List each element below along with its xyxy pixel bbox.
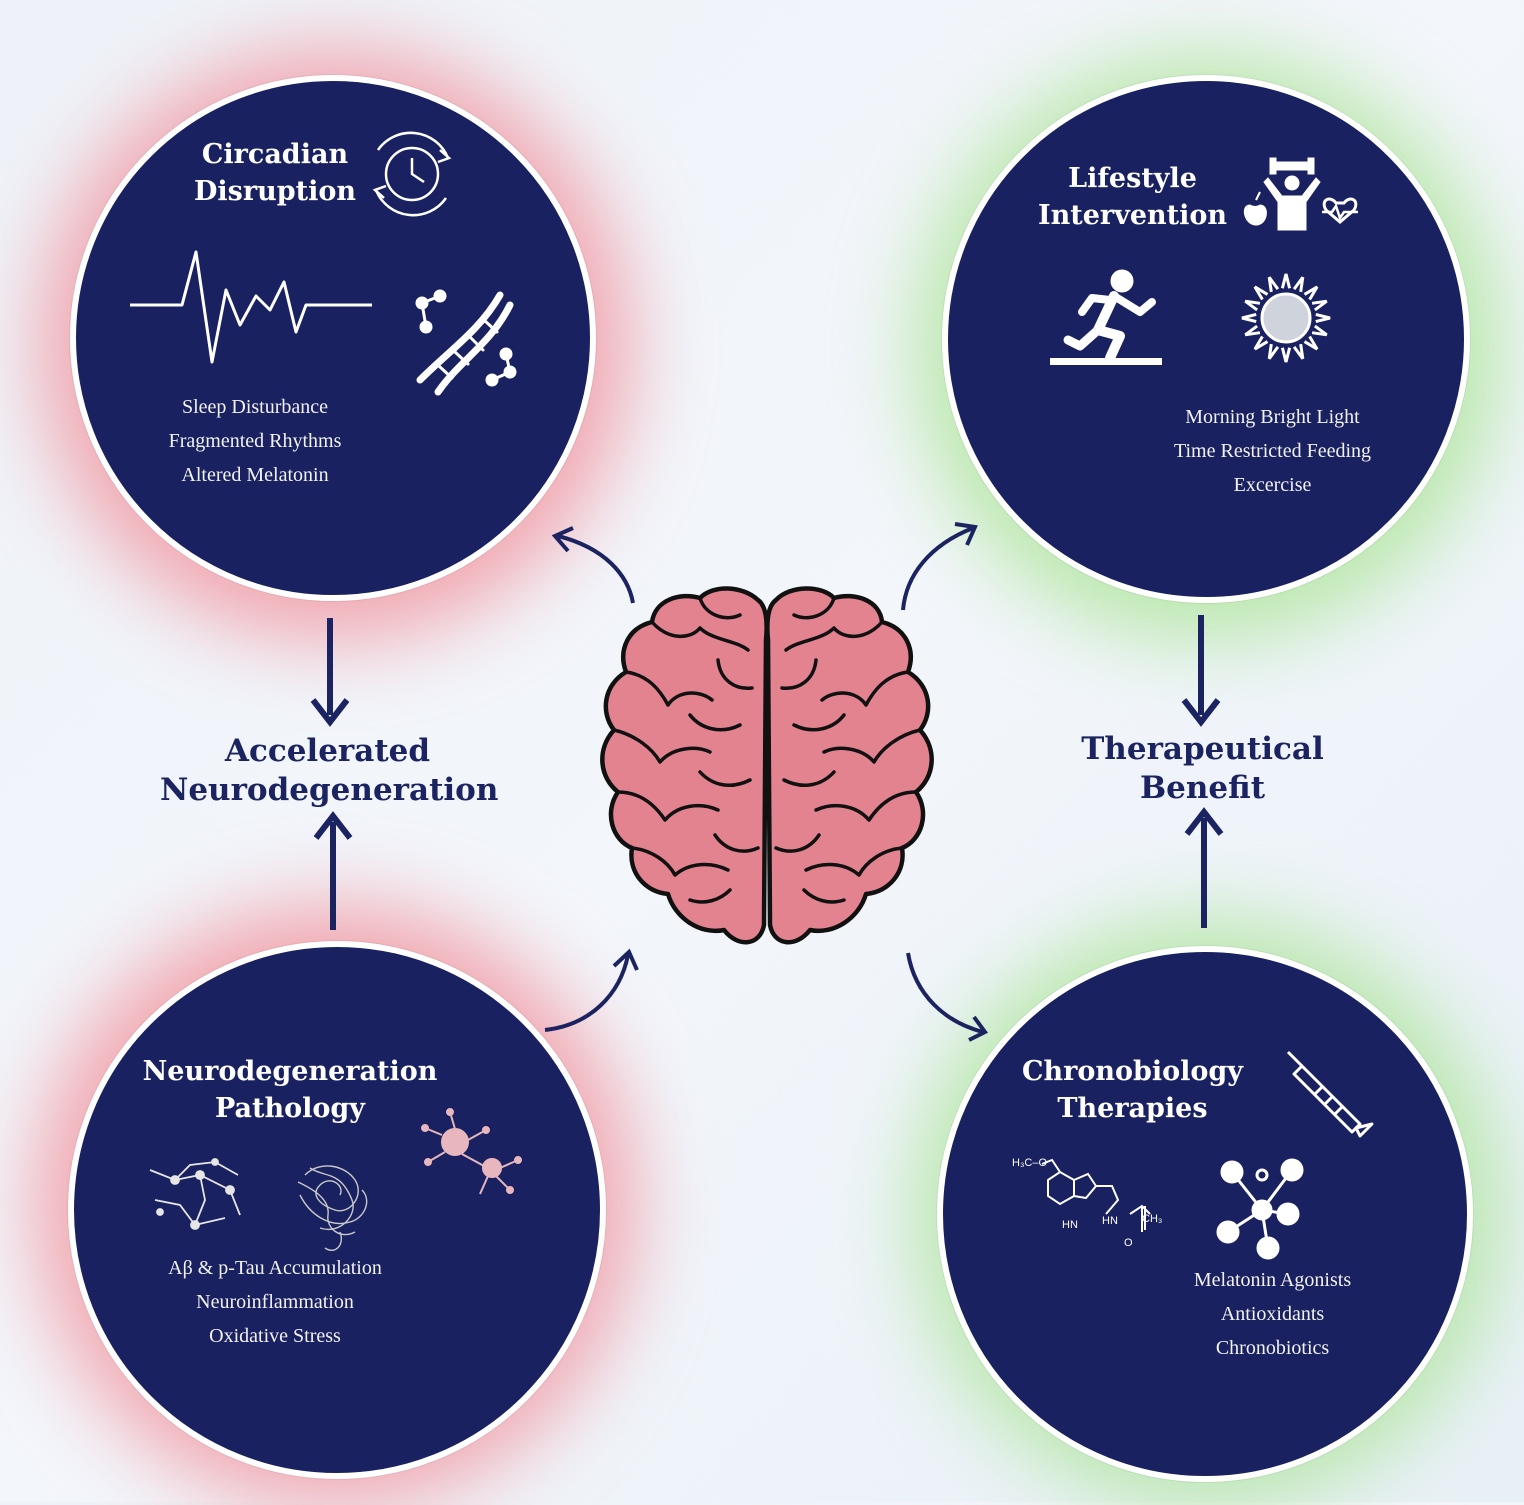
curved-arrow-brain-to-circadian — [551, 526, 635, 604]
syringe-icon — [1286, 1050, 1374, 1138]
sun-ray — [1280, 273, 1292, 289]
sun-ray — [1303, 335, 1319, 351]
chrono-title: Chronobiology Therapies — [1022, 1056, 1243, 1124]
sun-ray — [1311, 299, 1328, 312]
sun-ray — [1315, 312, 1331, 324]
pathology-list: Aβ & p-Tau Accumulation Neuroinflammatio… — [168, 1257, 382, 1347]
curved-arrow-brain-to-chrono — [906, 952, 989, 1042]
sun-icon — [1241, 273, 1331, 363]
pathology-title: Neurodegeneration Pathology — [142, 1056, 438, 1124]
sun-ray — [1253, 285, 1269, 301]
arrow-pathology-to-neurodegeneration — [313, 811, 353, 930]
arrow-lifestyle-to-benefit — [1181, 615, 1221, 727]
arrow-circadian-to-neurodegeneration — [310, 618, 350, 727]
protein-tangle-icon — [297, 1165, 368, 1251]
lifestyle-title: Lifestyle Intervention — [1038, 163, 1227, 231]
sun-ray — [1244, 324, 1261, 337]
svg-text:H₃C–O: H₃C–O — [1012, 1157, 1047, 1169]
lifestyle-intervention-circle — [942, 75, 1470, 603]
antioxidant-molecule-icon — [1216, 1158, 1304, 1260]
running-person-icon — [1050, 269, 1162, 365]
microglia-icon — [421, 1108, 522, 1195]
sun-ray — [1244, 299, 1261, 312]
heartbeat-line-icon — [130, 250, 372, 364]
lifestyle-list: Morning Bright Light Time Restricted Fee… — [1173, 406, 1372, 496]
molecule-labels: H₃C–O HN HN CH₃ O — [1012, 1157, 1162, 1249]
therapeutical-benefit-label: Therapeutical Benefit — [1081, 731, 1324, 806]
wellness-icon — [1243, 157, 1358, 231]
sun-ray — [1311, 324, 1328, 337]
sun-ray — [1267, 343, 1280, 360]
curved-arrow-brain-to-lifestyle — [901, 522, 978, 611]
sun-ray — [1292, 343, 1305, 360]
sun-ray — [1303, 285, 1319, 301]
svg-text:HN: HN — [1102, 1215, 1118, 1227]
arrow-chrono-to-benefit — [1184, 807, 1224, 928]
svg-text:HN: HN — [1062, 1219, 1078, 1231]
circadian-disruption-circle — [70, 75, 596, 601]
sun-ray — [1267, 276, 1280, 293]
clock-icon — [372, 131, 452, 217]
chronobiology-therapies-circle — [937, 946, 1473, 1482]
sun-ray — [1253, 335, 1269, 351]
svg-text:CH₃: CH₃ — [1142, 1213, 1162, 1225]
dna-icon — [415, 289, 517, 396]
sun-ray — [1280, 347, 1292, 363]
melatonin-molecule-icon — [1041, 1158, 1151, 1232]
sun-ray — [1292, 276, 1305, 293]
svg-text:O: O — [1124, 1237, 1133, 1249]
curved-arrow-pathology-to-brain — [544, 948, 639, 1032]
chrono-list: Melatonin Agonists Antioxidants Chronobi… — [1193, 1269, 1352, 1359]
sun-ray — [1241, 312, 1257, 324]
brain-icon — [600, 586, 934, 945]
accelerated-neurodegeneration-label: Accelerated Neurodegeneration — [160, 733, 499, 808]
neuron-network-icon — [149, 1158, 241, 1230]
circadian-list: Sleep Disturbance Fragmented Rhythms Alt… — [168, 396, 342, 486]
circadian-title: Circadian Disruption — [194, 139, 356, 207]
